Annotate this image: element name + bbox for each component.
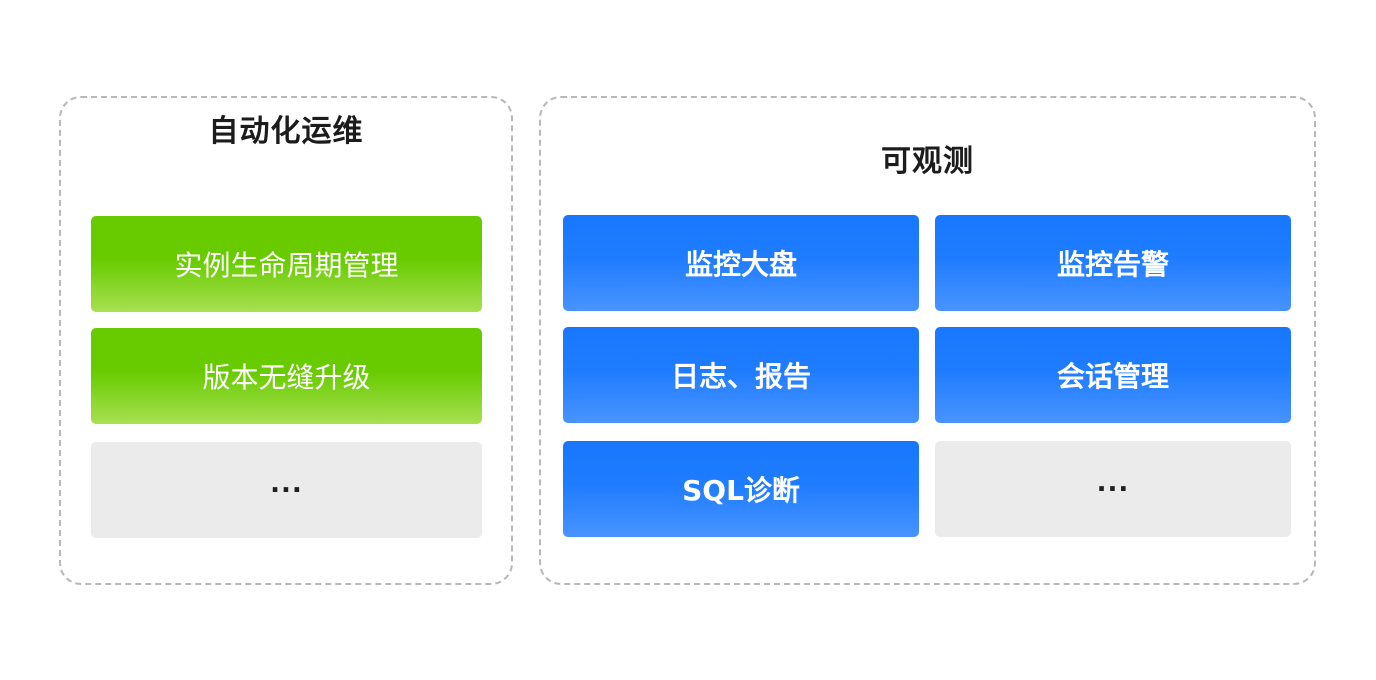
sql-diagnosis-box[interactable]: SQL诊断 <box>563 441 919 537</box>
lifecycle-management-label: 实例生命周期管理 <box>174 249 399 282</box>
ops-more-label: ... <box>270 469 303 499</box>
seamless-upgrade-label: 版本无缝升级 <box>202 361 371 394</box>
lifecycle-management-box[interactable]: 实例生命周期管理 <box>91 216 482 312</box>
logs-reports-box[interactable]: 日志、报告 <box>563 327 919 423</box>
session-management-box[interactable]: 会话管理 <box>935 327 1291 423</box>
session-management-label: 会话管理 <box>1056 360 1169 393</box>
seamless-upgrade-box[interactable]: 版本无缝升级 <box>91 328 482 424</box>
automated-ops-title: 自动化运维 <box>208 114 364 149</box>
monitoring-dashboard-box[interactable]: 监控大盘 <box>563 215 919 311</box>
observability-title: 可观测 <box>881 144 974 179</box>
monitoring-alerts-box[interactable]: 监控告警 <box>935 215 1291 311</box>
sql-diagnosis-label: SQL诊断 <box>682 474 800 507</box>
monitoring-dashboard-label: 监控大盘 <box>684 248 797 281</box>
ops-more-box[interactable]: ... <box>91 442 482 538</box>
observability-panel: 可观测 监控大盘 监控告警 日志、报告 会话管理 SQL诊断 ... <box>539 96 1316 585</box>
automated-ops-panel: 自动化运维 实例生命周期管理 版本无缝升级 ... <box>59 96 513 585</box>
obs-more-box[interactable]: ... <box>935 441 1291 537</box>
logs-reports-label: 日志、报告 <box>670 360 811 393</box>
monitoring-alerts-label: 监控告警 <box>1056 248 1169 281</box>
obs-more-label: ... <box>1096 468 1130 498</box>
